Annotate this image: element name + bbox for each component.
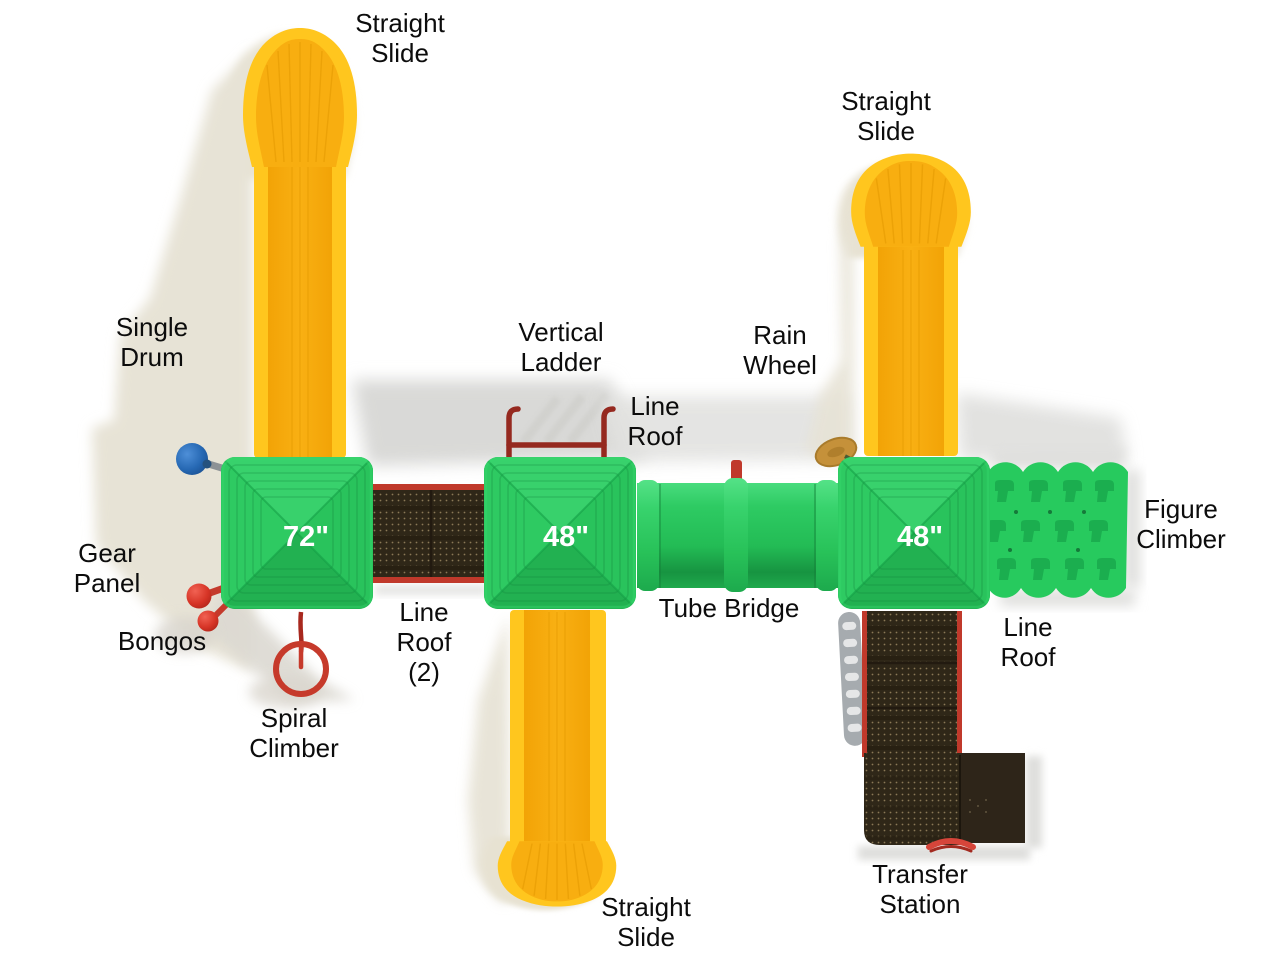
vertical-ladder — [506, 406, 616, 461]
label-vertical-ladder: Vertical Ladder — [518, 317, 604, 377]
label-rain-wheel: Rain Wheel — [743, 320, 817, 380]
label-straight-slide-bottom: Straight Slide — [601, 892, 691, 952]
spiral-climber — [273, 611, 329, 697]
label-single-drum: Single Drum — [115, 312, 189, 372]
label-figure-climber: Figure Climber — [1136, 494, 1226, 554]
label-line-roof-mid: Line Roof — [627, 391, 683, 451]
label-bongos: Bongos — [117, 626, 207, 656]
label-line-roof-right: Line Roof — [1000, 612, 1056, 672]
tube-bridge — [637, 460, 838, 592]
label-straight-slide-top: Straight Slide — [355, 8, 445, 68]
label-spiral-climber: Spiral Climber — [249, 703, 339, 763]
single-drum — [176, 443, 229, 475]
roof-48-right-size-label: 48" — [897, 521, 943, 553]
label-transfer-station: Transfer Station — [872, 859, 968, 919]
roof-48-middle-size-label: 48" — [543, 521, 589, 553]
figure-climber — [987, 462, 1128, 598]
label-tube-bridge: Tube Bridge — [658, 593, 800, 623]
straight-slide-top-left — [243, 28, 357, 458]
label-line-roof-2: Line Roof (2) — [396, 597, 452, 687]
line-roof-2-bridge — [370, 484, 491, 583]
transfer-station — [838, 611, 1025, 853]
straight-slide-right — [851, 154, 971, 456]
transfer-ladder — [838, 611, 866, 746]
label-straight-slide-right: Straight Slide — [841, 86, 931, 146]
label-gear-panel: Gear Panel — [73, 538, 141, 598]
cast-shadows — [92, 34, 1140, 911]
bongos — [186, 583, 229, 632]
roof-72-size-label: 72" — [283, 521, 329, 553]
straight-slide-bottom — [498, 610, 617, 907]
